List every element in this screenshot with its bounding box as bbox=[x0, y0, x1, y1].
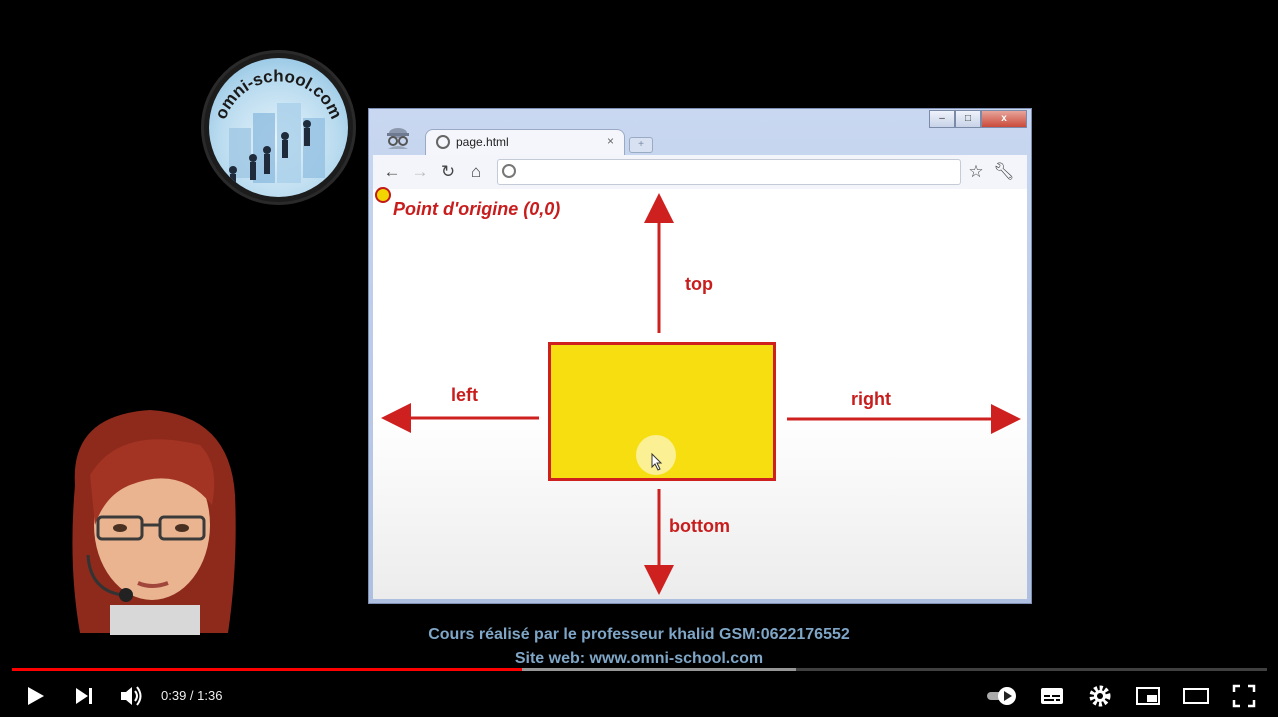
direction-arrows bbox=[381, 193, 1021, 595]
bottom-label: bottom bbox=[669, 516, 730, 536]
back-icon[interactable]: ← bbox=[383, 162, 401, 181]
minimize-button[interactable]: – bbox=[929, 110, 955, 128]
page-content: Point d'origine (0,0) top left right bot… bbox=[373, 187, 1027, 599]
address-bar[interactable] bbox=[497, 159, 961, 185]
mouse-cursor-icon bbox=[651, 453, 663, 471]
positioned-box bbox=[548, 342, 776, 481]
svg-text:omni-school.com: omni-school.com bbox=[211, 66, 346, 121]
settings-icon[interactable] bbox=[1085, 681, 1115, 711]
credit-line-2: Site web: www.omni-school.com bbox=[514, 650, 764, 667]
home-icon[interactable]: ⌂ bbox=[470, 162, 482, 181]
player-controls: 0:39 / 1:36 bbox=[0, 675, 1278, 717]
left-label: left bbox=[451, 385, 478, 405]
subtitles-icon[interactable] bbox=[1037, 681, 1067, 711]
right-label: right bbox=[851, 389, 891, 409]
reload-icon[interactable]: ↻ bbox=[440, 162, 456, 181]
time-display: 0:39 / 1:36 bbox=[161, 688, 223, 703]
omni-school-logo: omni-school.com bbox=[201, 50, 356, 205]
play-icon[interactable] bbox=[20, 681, 50, 711]
tab-page-html[interactable]: page.html × bbox=[425, 129, 625, 155]
page-icon bbox=[436, 135, 450, 149]
logo-text: omni-school.com bbox=[211, 66, 346, 121]
bookmark-star-icon[interactable]: ☆ bbox=[968, 162, 984, 181]
progress-bar[interactable] bbox=[12, 668, 1267, 671]
incognito-icon bbox=[387, 128, 409, 149]
new-tab-button[interactable]: + bbox=[629, 137, 653, 153]
forward-icon[interactable]: → bbox=[411, 162, 429, 181]
origin-label: Point d'origine (0,0) bbox=[393, 199, 561, 219]
tab-close-icon[interactable]: × bbox=[606, 134, 614, 148]
browser-window: – □ x page.html × + ← → ↻ ⌂ ☆ 🔧︎ bbox=[368, 108, 1032, 604]
credit-line-1: Cours réalisé par le professeur khalid G… bbox=[428, 626, 850, 643]
maximize-button[interactable]: □ bbox=[955, 110, 981, 128]
next-icon[interactable] bbox=[69, 681, 99, 711]
window-controls: – □ x bbox=[929, 110, 1027, 128]
browser-toolbar: ← → ↻ ⌂ ☆ 🔧︎ bbox=[373, 155, 1027, 190]
autoplay-toggle[interactable] bbox=[985, 681, 1019, 711]
volume-icon[interactable] bbox=[116, 681, 146, 711]
wrench-icon[interactable]: 🔧︎ bbox=[993, 162, 1015, 181]
cursor-highlight bbox=[636, 435, 676, 475]
top-label: top bbox=[685, 274, 713, 294]
progress-played bbox=[12, 668, 522, 671]
tab-title: page.html bbox=[456, 135, 509, 149]
presenter-avatar bbox=[72, 410, 236, 635]
globe-icon bbox=[502, 164, 516, 178]
fullscreen-icon[interactable] bbox=[1229, 681, 1259, 711]
miniplayer-icon[interactable] bbox=[1133, 681, 1163, 711]
close-button[interactable]: x bbox=[981, 110, 1027, 128]
theater-icon[interactable] bbox=[1181, 681, 1211, 711]
origin-point-marker bbox=[375, 187, 391, 203]
